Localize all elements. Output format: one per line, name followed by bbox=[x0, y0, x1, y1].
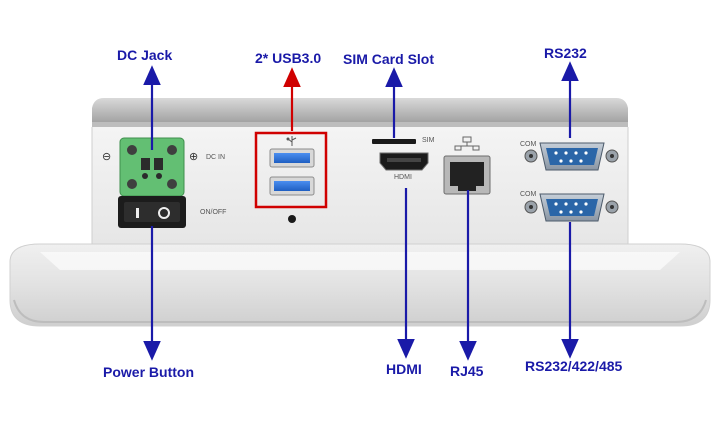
usb-highlight-box bbox=[254, 131, 328, 209]
callout-hdmi: HDMI bbox=[386, 361, 422, 377]
com-top-silkscreen-label: COM bbox=[520, 141, 537, 148]
com-port-bottom bbox=[524, 193, 619, 222]
callout-rs232-422-485: RS232/422/485 bbox=[525, 358, 623, 374]
com-pins bbox=[554, 151, 588, 214]
usb-port-top bbox=[269, 148, 315, 168]
rj45-port bbox=[443, 155, 491, 195]
hdmi-silkscreen-label: HDMI bbox=[394, 174, 412, 181]
sim-slot bbox=[372, 139, 416, 144]
chassis-base bbox=[9, 243, 711, 327]
callout-dc-jack: DC Jack bbox=[117, 47, 173, 63]
reset-hole bbox=[288, 215, 296, 223]
usb-trident-icon bbox=[286, 136, 297, 146]
dc-jack-terminal bbox=[119, 137, 185, 197]
minus-symbol: ⊖ bbox=[102, 151, 112, 163]
callout-usb: 2* USB3.0 bbox=[255, 50, 322, 66]
callout-rj45: RJ45 bbox=[450, 363, 484, 379]
chassis-top bbox=[92, 98, 628, 128]
sim-silkscreen-label: SIM bbox=[422, 137, 435, 144]
on-off-label: ON/OFF bbox=[200, 209, 227, 216]
callout-rs232: RS232 bbox=[544, 45, 587, 61]
network-icon bbox=[454, 136, 480, 151]
plus-symbol: ⊕ bbox=[189, 151, 199, 163]
usb-port-bottom bbox=[269, 176, 315, 196]
callout-sim-card-slot: SIM Card Slot bbox=[343, 51, 435, 67]
hdmi-port bbox=[379, 152, 429, 171]
callout-power-button: Power Button bbox=[103, 364, 194, 380]
com-bottom-silkscreen-label: COM bbox=[520, 191, 537, 198]
dc-in-label: DC IN bbox=[206, 154, 226, 161]
power-rocker-switch bbox=[118, 196, 186, 228]
